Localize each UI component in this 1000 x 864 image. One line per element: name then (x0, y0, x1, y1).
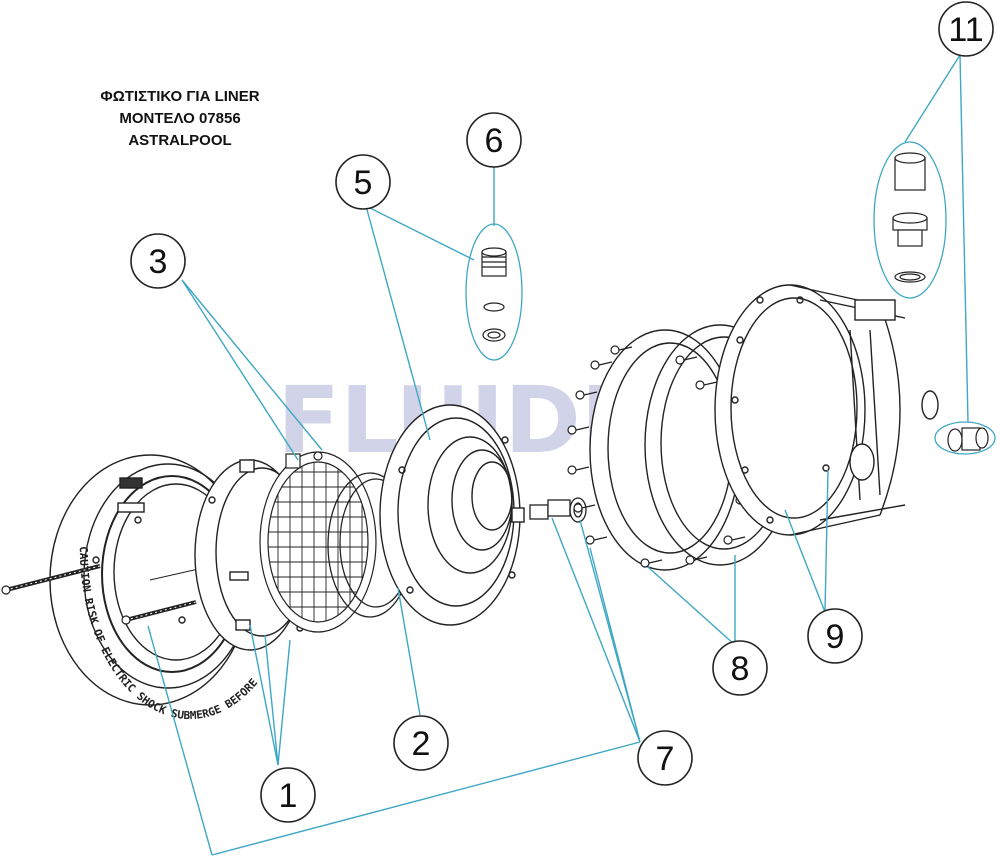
callout-2: 2 (393, 715, 449, 771)
callout-7-label: 7 (656, 740, 675, 778)
leader-lines (147, 54, 969, 856)
callout-3: 3 (130, 233, 186, 289)
callout-5-label: 5 (354, 164, 373, 202)
callout-9-label: 9 (826, 618, 845, 656)
title-line-3: ASTRALPOOL (128, 132, 232, 149)
callout-8: 8 (712, 640, 768, 696)
callout-6: 6 (466, 112, 522, 168)
callout-6-label: 6 (485, 122, 504, 160)
callout-1-label: 1 (279, 777, 298, 815)
part-7-connector (529, 497, 587, 523)
callout-8-label: 8 (731, 650, 750, 688)
reflector-housing (379, 404, 525, 626)
part-11-fittings-group (873, 141, 996, 455)
callout-11: 11 (938, 1, 994, 57)
part-6-gland-group (465, 223, 523, 361)
title-line-1: ΦΩΤΙΣΤΙΚΟ ΓΙΑ LINER (100, 88, 260, 105)
callout-2-label: 2 (412, 725, 431, 763)
callout-3-label: 3 (149, 243, 168, 281)
callout-11-label: 11 (948, 11, 983, 49)
callout-7: 7 (637, 730, 693, 786)
part-9-niche-body (714, 284, 939, 536)
callout-1: 1 (260, 767, 316, 823)
callout-9: 9 (807, 608, 863, 664)
title-line-2: ΜΟΝΤΕΛΟ 07856 (119, 110, 241, 127)
callout-5: 5 (335, 154, 391, 210)
part-3-grille (259, 451, 377, 633)
